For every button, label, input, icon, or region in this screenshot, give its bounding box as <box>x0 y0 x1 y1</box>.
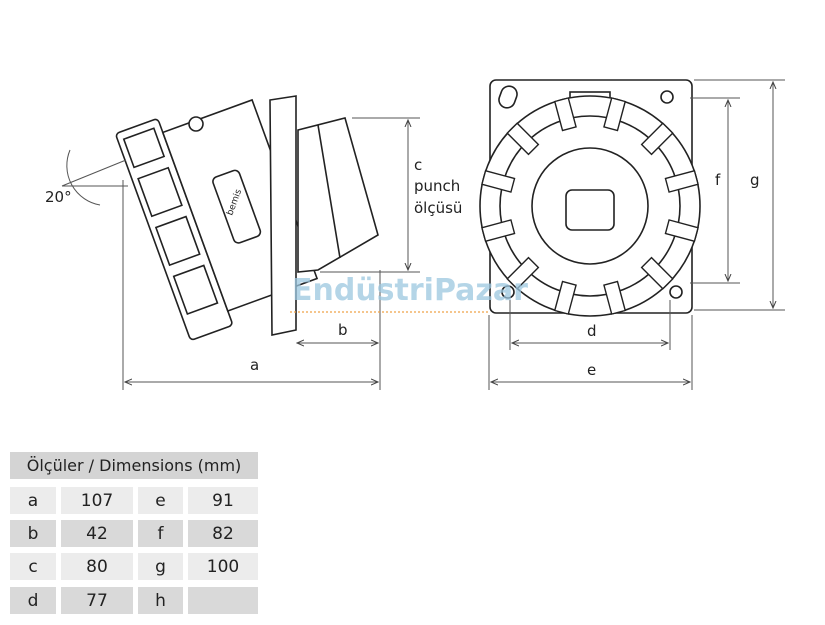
dimension-value-cell: 42 <box>61 520 133 547</box>
dim-d-label: d <box>587 322 597 340</box>
dim-b-label: b <box>338 321 348 339</box>
ring-rib <box>603 280 627 315</box>
angle-indicator <box>61 149 128 206</box>
dimension-value-cell: 77 <box>61 587 133 614</box>
dim-g-label: g <box>750 171 760 189</box>
ring-rib <box>481 169 516 193</box>
dimension-key-cell: a <box>10 487 56 514</box>
ring-ribs <box>481 97 699 315</box>
dim-c-olcusu-label: ölçüsü <box>414 199 462 217</box>
dimension-value-cell <box>188 587 258 614</box>
dimension-key-cell: c <box>10 553 56 580</box>
dimension-key-cell: d <box>10 587 56 614</box>
front-dimension-lines <box>488 79 785 390</box>
dimension-key-cell: f <box>138 520 183 547</box>
technical-drawing: bemis 20° a b c punch ölçüsü <box>45 79 785 390</box>
ring-rib <box>553 97 577 132</box>
mounting-plate <box>269 95 297 336</box>
dimension-key-cell: g <box>138 553 183 580</box>
ring-rib <box>506 122 540 156</box>
ring-rib <box>553 280 577 315</box>
dim-e-label: e <box>587 361 596 379</box>
socket-front <box>297 117 379 273</box>
dim-c-label: c <box>414 156 422 174</box>
socket-window <box>565 189 615 231</box>
ring-rib <box>640 256 674 290</box>
ring-rib <box>603 97 627 132</box>
table-title: Ölçüler / Dimensions (mm) <box>10 452 258 479</box>
ring-rib <box>664 169 699 193</box>
angle-label: 20° <box>45 188 72 206</box>
watermark-logo: EndüstriPazar <box>292 273 528 308</box>
dim-a-label: a <box>250 356 259 374</box>
dimension-value-cell: 80 <box>61 553 133 580</box>
ring-rib <box>506 256 540 290</box>
ring-rib <box>481 219 516 243</box>
ring-rib <box>640 122 674 156</box>
brand-label-plate <box>212 169 262 244</box>
dimension-key-cell: e <box>138 487 183 514</box>
ring-rib <box>664 219 699 243</box>
dimension-key-cell: h <box>138 587 183 614</box>
side-dimension-lines <box>122 117 420 390</box>
side-view <box>115 95 379 341</box>
hinge-icon <box>188 116 204 132</box>
dim-f-label: f <box>715 171 721 189</box>
dimension-value-cell: 100 <box>188 553 258 580</box>
dimension-value-cell: 91 <box>188 487 258 514</box>
dim-c-punch-label: punch <box>414 177 460 195</box>
dimension-key-cell: b <box>10 520 56 547</box>
dimension-value-cell: 107 <box>61 487 133 514</box>
front-view <box>479 79 701 317</box>
dimension-value-cell: 82 <box>188 520 258 547</box>
